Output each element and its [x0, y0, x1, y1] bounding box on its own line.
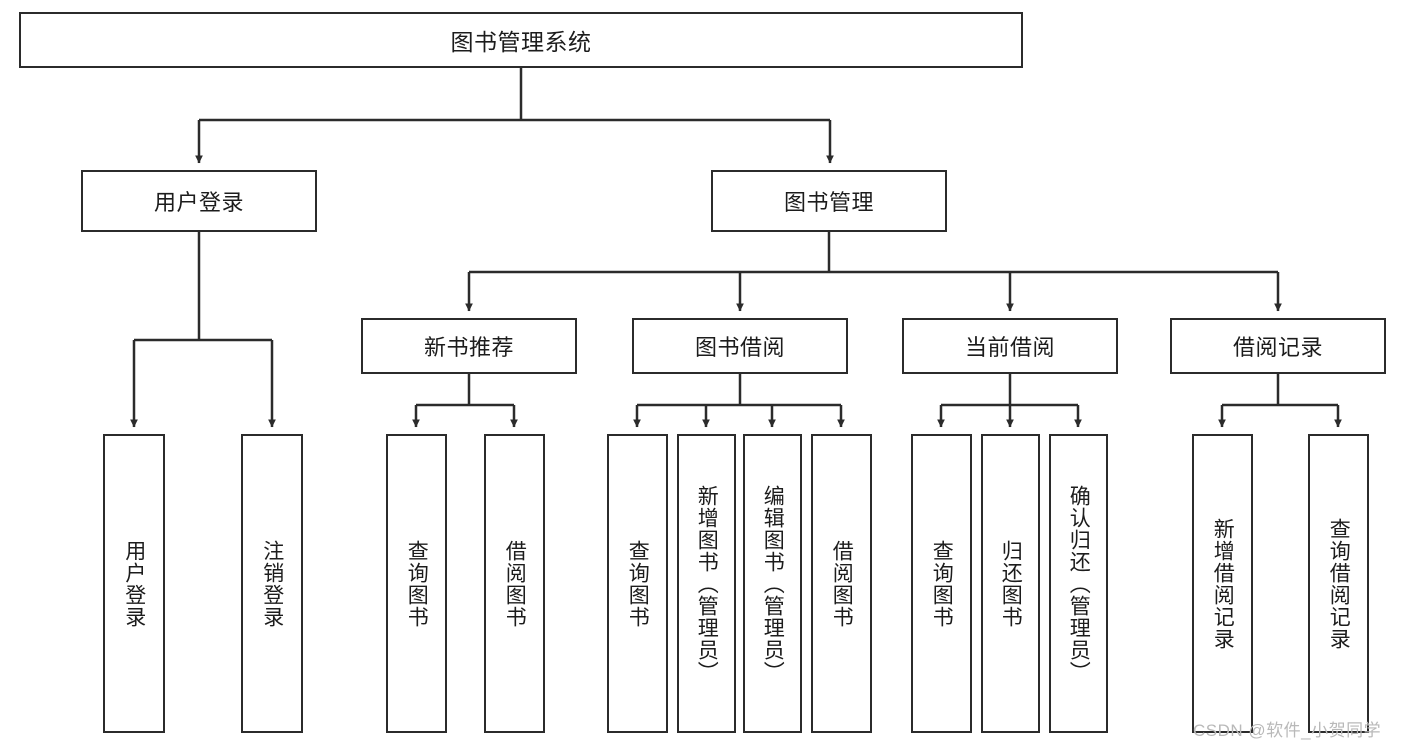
node-current-borrow[interactable]: 当前借阅	[902, 318, 1118, 374]
leaf-user-login[interactable]: 用户登录	[103, 434, 165, 733]
node-label: 图书借阅	[694, 335, 785, 360]
leaf-borrow-book-recommend[interactable]: 借阅图书	[484, 434, 545, 733]
node-book-management[interactable]: 图书管理	[711, 170, 947, 232]
node-user-login[interactable]: 用户登录	[81, 170, 317, 232]
leaf-edit-book-admin[interactable]: 编辑图书（管理员）	[743, 434, 802, 733]
leaf-label: 查询借阅记录	[1327, 517, 1351, 650]
leaf-query-book-recommend[interactable]: 查询图书	[386, 434, 447, 733]
node-book-borrow[interactable]: 图书借阅	[632, 318, 848, 374]
leaf-label: 查询图书	[405, 539, 429, 628]
leaf-borrow-book[interactable]: 借阅图书	[811, 434, 872, 733]
leaf-return-book[interactable]: 归还图书	[981, 434, 1040, 733]
leaf-label: 注销登录	[260, 539, 284, 628]
node-label: 借阅记录	[1232, 335, 1323, 360]
leaf-label: 归还图书	[999, 539, 1023, 628]
node-label: 图书管理	[783, 190, 874, 215]
leaf-logout[interactable]: 注销登录	[241, 434, 303, 733]
leaf-query-borrow-record[interactable]: 查询借阅记录	[1308, 434, 1369, 733]
node-label: 当前借阅	[964, 335, 1055, 360]
leaf-query-book-borrow[interactable]: 查询图书	[607, 434, 668, 733]
leaf-add-borrow-record[interactable]: 新增借阅记录	[1192, 434, 1253, 733]
node-borrow-records[interactable]: 借阅记录	[1170, 318, 1386, 374]
node-root-system[interactable]: 图书管理系统	[19, 12, 1023, 68]
node-label: 新书推荐	[423, 335, 514, 360]
leaf-label: 借阅图书	[503, 539, 527, 628]
leaf-label: 确认归还（管理员）	[1067, 484, 1091, 683]
leaf-label: 新增图书（管理员）	[695, 484, 719, 683]
leaf-label: 新增借阅记录	[1211, 517, 1235, 650]
leaf-label: 编辑图书（管理员）	[761, 484, 785, 683]
leaf-add-book-admin[interactable]: 新增图书（管理员）	[677, 434, 736, 733]
leaf-confirm-return-admin[interactable]: 确认归还（管理员）	[1049, 434, 1108, 733]
node-label: 图书管理系统	[450, 29, 592, 55]
node-label: 用户登录	[153, 190, 244, 215]
watermark-text: CSDN @软件_小贺同学	[1193, 721, 1382, 740]
leaf-label: 用户登录	[122, 539, 146, 628]
leaf-label: 查询图书	[930, 539, 954, 628]
leaf-label: 查询图书	[626, 539, 650, 628]
node-new-book-recommend[interactable]: 新书推荐	[361, 318, 577, 374]
leaf-query-book-current[interactable]: 查询图书	[911, 434, 972, 733]
leaf-label: 借阅图书	[830, 539, 854, 628]
